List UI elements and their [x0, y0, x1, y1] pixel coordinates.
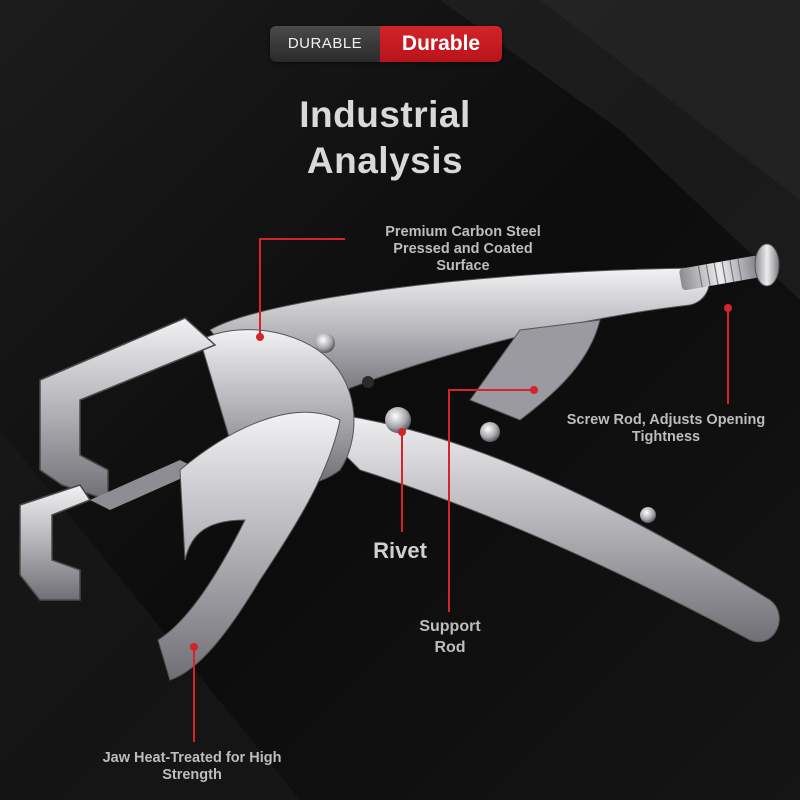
callout-support-rod-line-2: Rod — [434, 639, 466, 656]
callout-jaw-line-1: Jaw Heat-Treated for High — [102, 750, 282, 766]
callout-carbon-steel-line-3: Surface — [436, 258, 490, 274]
title-line-1: Industrial — [299, 94, 471, 135]
callout-rivet: Rivet — [352, 538, 448, 563]
callout-support-rod: Support Rod — [390, 616, 510, 658]
callout-jaw: Jaw Heat-Treated for High Strength — [70, 750, 314, 784]
callout-jaw-line-2: Strength — [162, 767, 222, 783]
callout-dots — [190, 304, 732, 651]
title-line-2: Analysis — [306, 140, 464, 181]
callout-screw-rod: Screw Rod, Adjusts Opening Tightness — [548, 412, 784, 446]
callout-rivet-text: Rivet — [373, 538, 427, 563]
pliers — [19, 243, 780, 681]
badge-right-text: Durable — [380, 26, 502, 62]
callout-screw-rod-line-1: Screw Rod, Adjusts Opening — [566, 412, 766, 428]
callout-carbon-steel-line-1: Premium Carbon Steel — [385, 224, 541, 240]
badge-left-text: DURABLE — [270, 26, 380, 62]
callout-carbon-steel-line-2: Pressed and Coated — [393, 241, 533, 257]
callout-screw-rod-line-2: Tightness — [631, 429, 701, 445]
callout-carbon-steel: Premium Carbon Steel Pressed and Coated … — [350, 224, 576, 275]
callout-support-rod-line-1: Support — [419, 618, 481, 635]
page-title: Industrial Analysis — [200, 92, 570, 184]
durable-badge: DURABLE Durable — [270, 26, 502, 62]
callout-lines — [193, 238, 729, 742]
